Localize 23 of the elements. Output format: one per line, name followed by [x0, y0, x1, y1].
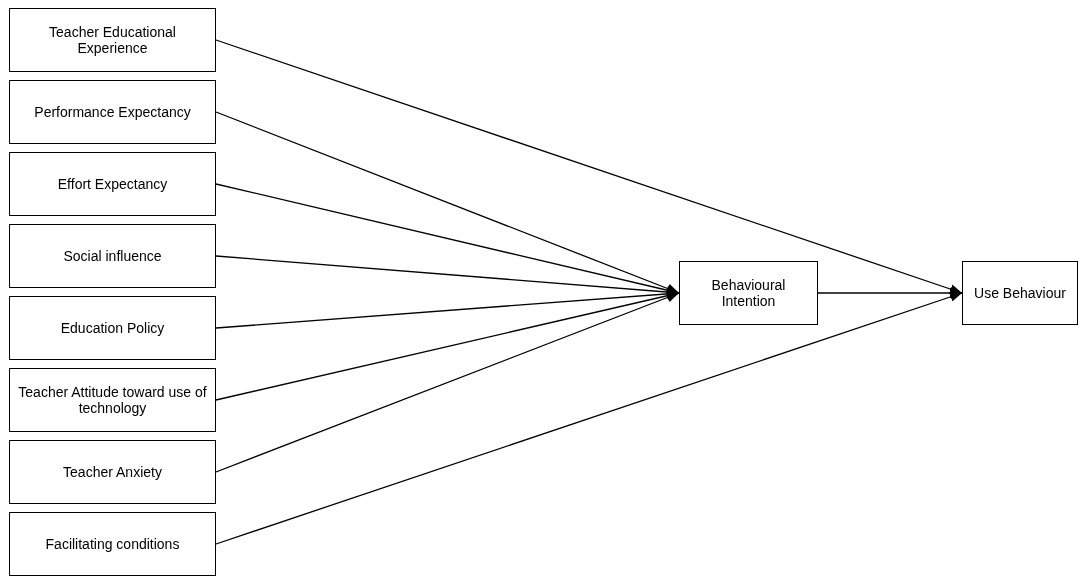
construct-label: Use Behaviour — [974, 285, 1066, 301]
arrow — [215, 292, 963, 545]
arrow — [215, 292, 680, 473]
arrow — [215, 39, 963, 294]
construct-label: Performance Expectancy — [34, 104, 191, 120]
construct-label: Education Policy — [60, 320, 165, 336]
construct-box — [962, 261, 1078, 325]
construct-box — [9, 152, 216, 216]
construct-box — [679, 261, 818, 325]
construct-label: Effort Expectancy — [57, 176, 168, 192]
construct-box — [9, 296, 216, 360]
construct-box — [9, 512, 216, 576]
construct-box — [9, 80, 216, 144]
construct-label: Facilitating conditions — [45, 536, 180, 552]
construct-label: Teacher Anxiety — [63, 464, 162, 480]
construct-label: Teacher Attitude toward use of technology — [17, 384, 208, 416]
construct-box — [9, 368, 216, 432]
construct-label: Teacher Educational Experience — [48, 24, 177, 56]
construct-label: Behavioural Intention — [710, 277, 787, 309]
construct-label: Social influence — [63, 248, 162, 264]
construct-box — [9, 8, 216, 72]
construct-box — [9, 224, 216, 288]
construct-box — [9, 440, 216, 504]
